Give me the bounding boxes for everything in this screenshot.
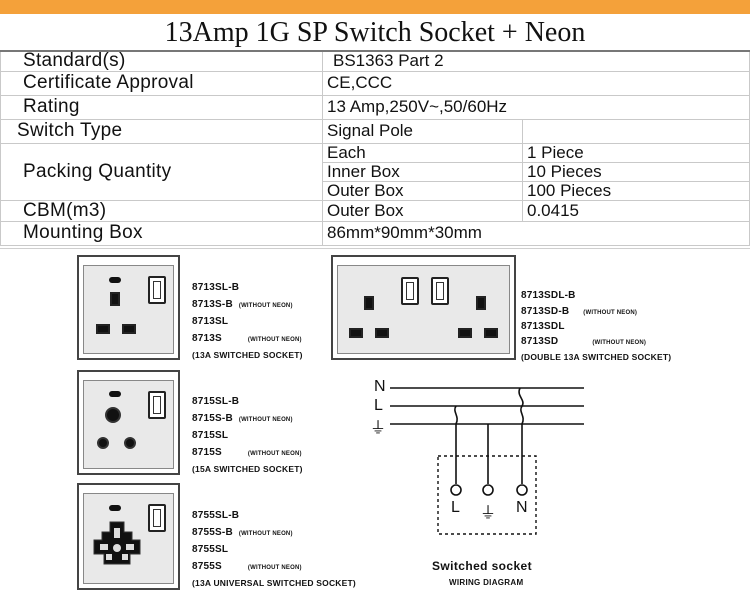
spec-label: Mounting Box [0,220,323,246]
rocker-switch-icon [148,504,166,532]
spec-table: Standard(s) BS1363 Part 2 Certificate Ap… [0,50,750,246]
socket-universal-image [77,483,180,590]
earth-pin-hole-icon [364,296,374,310]
model-number: 8713SDL [521,321,565,332]
earth-pin-hole-icon [105,407,121,423]
terminal-label-live: L [451,499,460,516]
packing-item: Outer Box [322,180,523,201]
model-number: 8755SL [192,544,229,555]
pin-hole-icon [484,328,498,338]
packing-item: Each [322,142,523,163]
model-number: 8713SD-B(WITHOUT NEON) [521,306,638,317]
terminal-label-earth-icon: ⏚ [480,505,497,522]
spec-row-packing: Packing Quantity Each 1 Piece [0,142,750,201]
socket-13a-image [77,255,180,360]
pin-hole-icon [124,437,136,449]
model-number: 8713SDL-B [521,290,576,301]
model-number: 8755S(WITHOUT NEON) [192,561,302,572]
socket-faceplate [83,493,174,584]
rocker-switch-icon [431,277,449,305]
model-number: 8713S-B(WITHOUT NEON) [192,299,293,310]
model-number: 8715SL-B [192,396,240,407]
spec-label: CBM(m3) [0,199,323,222]
packing-qty: 1 Piece [522,142,750,163]
live-line-label: L [374,397,383,414]
spec-label: Standard(s) [0,50,323,72]
socket-faceplate [337,265,510,354]
pin-hole-icon [96,324,110,334]
earth-pin-hole-icon [476,296,486,310]
product-caption: (DOUBLE 13A SWITCHED SOCKET) [521,352,672,362]
pin-hole-icon [122,324,136,334]
spec-label: Packing Quantity [0,142,323,201]
model-number: 8715SL [192,430,229,441]
diagram-caption: Switched socket [432,559,533,573]
packing-qty: 100 Pieces [522,180,750,201]
spec-row-cbm: CBM(m3) Outer Box 0.0415 [0,199,750,222]
socket-15a-image [77,370,180,475]
earth-pin-hole-icon [110,292,120,306]
neon-indicator-icon [109,505,121,511]
wiring-diagram: N L ⏚ L ⏚ N Switched socket WIRING DIAGR… [360,372,590,600]
socket-double-13a-image [331,255,516,360]
model-number: 8713SD(WITHOUT NEON) [521,336,647,347]
spec-row-rating: Rating 13 Amp,250V~,50/60Hz [0,94,750,120]
wiring-lines [390,387,584,535]
spec-value: 0.0415 [522,199,750,222]
page-title: 13Amp 1G SP Switch Socket + Neon [164,17,586,48]
spec-label: Certificate Approval [0,70,323,96]
socket-faceplate [83,265,174,354]
universal-socket-outlet-icon [93,521,141,565]
spec-value: Signal Pole [322,118,523,144]
product-caption: (15A SWITCHED SOCKET) [192,464,303,474]
pin-hole-icon [97,437,109,449]
neon-indicator-icon [109,391,121,397]
neutral-line-label: N [374,378,386,395]
pin-hole-icon [349,328,363,338]
model-number: 8755SL-B [192,510,240,521]
spec-empty-cell [522,118,750,144]
earth-line-label-icon: ⏚ [370,420,387,437]
terminal-label-neutral: N [516,499,528,516]
model-number: 8713SL [192,316,229,327]
packing-qty: 10 Pieces [522,161,750,182]
top-accent-bar [0,0,750,14]
pin-hole-icon [458,328,472,338]
spec-row-switch-type: Switch Type Signal Pole [0,118,750,144]
model-number: 8715S(WITHOUT NEON) [192,447,302,458]
packing-item: Inner Box [322,161,523,182]
model-number: 8713SL-B [192,282,240,293]
spec-item: Outer Box [322,199,523,222]
spec-row-certificate: Certificate Approval CE,CCC [0,70,750,96]
diagram-subcaption: WIRING DIAGRAM [449,578,524,587]
pin-hole-icon [375,328,389,338]
spec-value: 13 Amp,250V~,50/60Hz [322,94,750,120]
socket-faceplate [83,380,174,469]
rocker-switch-icon [401,277,419,305]
spec-value: CE,CCC [322,70,750,96]
spec-value: 86mm*90mm*30mm [322,220,750,246]
product-caption: (13A SWITCHED SOCKET) [192,350,303,360]
neon-indicator-icon [109,277,121,283]
model-number: 8755S-B(WITHOUT NEON) [192,527,293,538]
product-caption: (13A UNIVERSAL SWITCHED SOCKET) [192,578,356,588]
spec-row-mounting: Mounting Box 86mm*90mm*30mm [0,220,750,246]
spec-label: Rating [0,94,323,120]
rocker-switch-icon [148,391,166,419]
rocker-switch-icon [148,276,166,304]
spec-row-standard: Standard(s) BS1363 Part 2 [0,50,750,72]
model-number: 8715S-B(WITHOUT NEON) [192,413,293,424]
spec-value: BS1363 Part 2 [322,50,750,72]
spec-label: Switch Type [0,118,323,144]
model-number: 8713S(WITHOUT NEON) [192,333,302,344]
section-divider [0,248,750,249]
